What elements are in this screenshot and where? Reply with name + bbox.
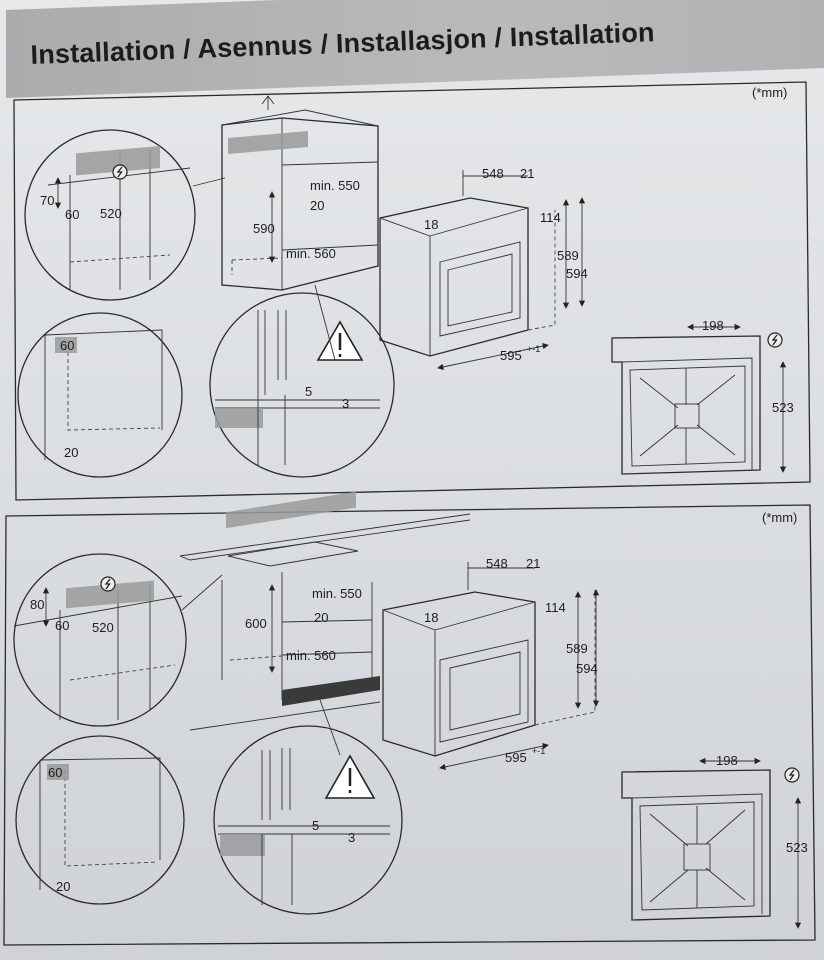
panel-built-in-cabinet: (*mm) 70 60 520 60 [13, 81, 811, 501]
socket-offset: 60 [65, 207, 79, 222]
side-offset-top: 60 [48, 765, 62, 780]
cabinet-min-depth: min. 550 [310, 178, 360, 193]
gap-a: 5 [305, 384, 312, 399]
unit-note: (*mm) [762, 510, 797, 525]
oven-front: 21 [526, 556, 540, 571]
side-offset-top: 60 [60, 338, 74, 353]
oven-panel: 114 [545, 600, 566, 615]
gap-detail: 5 3 [209, 284, 395, 478]
cabinet-drawing: 600 min. 550 20 min. 560 [221, 572, 380, 706]
side-detail: 60 20 [15, 735, 185, 905]
socket-detail: 80 60 520 [13, 553, 223, 727]
side-offset-bottom: 20 [64, 445, 78, 460]
electric-symbol-icon [767, 332, 783, 348]
cabinet-height: 600 [245, 616, 267, 631]
gap-b: 3 [342, 396, 349, 411]
oven-body-height: 589 [557, 248, 579, 263]
gap-detail: 5 3 [213, 699, 403, 915]
cabinet-min-depth: min. 550 [312, 586, 362, 601]
oven-width-tolerance: +-1 [527, 344, 540, 354]
electric-symbol-icon [784, 767, 800, 783]
oven-back-view: 198 523 [621, 753, 808, 929]
cabinet-inset: 20 [310, 198, 324, 213]
oven-depth: 548 [486, 556, 508, 571]
oven-width: 595 [500, 348, 522, 363]
oven-drawing: 548 21 18 114 589 594 595 +-1 [379, 166, 588, 370]
gap-b: 3 [348, 830, 355, 845]
cable-offset: 198 [702, 318, 724, 333]
cabinet-min-width: min. 560 [286, 648, 336, 663]
cable-height: 523 [786, 840, 808, 855]
oven-width-tolerance: +-1 [532, 746, 545, 756]
cable-offset: 198 [716, 753, 738, 768]
oven-drawing: 548 21 18 114 589 594 595 +-1 [382, 556, 600, 770]
oven-top: 18 [424, 217, 438, 232]
panel-under-counter: (*mm) 80 60 520 [3, 491, 816, 946]
oven-front: 21 [520, 166, 534, 181]
oven-width: 595 [505, 750, 527, 765]
gap-a: 5 [312, 818, 319, 833]
side-detail: 60 20 [17, 312, 183, 478]
socket-offset: 60 [55, 618, 69, 633]
oven-top: 18 [424, 610, 438, 625]
oven-depth: 548 [482, 166, 504, 181]
socket-height: 70 [40, 193, 54, 208]
oven-back-view: 198 523 [611, 318, 794, 475]
electric-symbol-icon [112, 164, 128, 180]
cabinet-inset: 20 [314, 610, 328, 625]
side-offset-bottom: 20 [56, 879, 70, 894]
oven-body-height: 589 [566, 641, 588, 656]
oven-total-height: 594 [566, 266, 588, 281]
oven-total-height: 594 [576, 661, 598, 676]
socket-detail: 70 60 520 [24, 129, 226, 301]
socket-depth: 520 [100, 206, 122, 221]
cabinet-min-width: min. 560 [286, 246, 336, 261]
up-arrow-icon [261, 95, 275, 110]
socket-depth: 520 [92, 620, 114, 635]
cabinet-height: 590 [253, 221, 275, 236]
electric-symbol-icon [100, 576, 116, 592]
unit-note: (*mm) [752, 85, 787, 100]
cable-height: 523 [772, 400, 794, 415]
cabinet-drawing: 590 min. 550 20 min. 560 [221, 95, 379, 291]
socket-height: 80 [30, 597, 44, 612]
oven-panel: 114 [540, 210, 561, 225]
